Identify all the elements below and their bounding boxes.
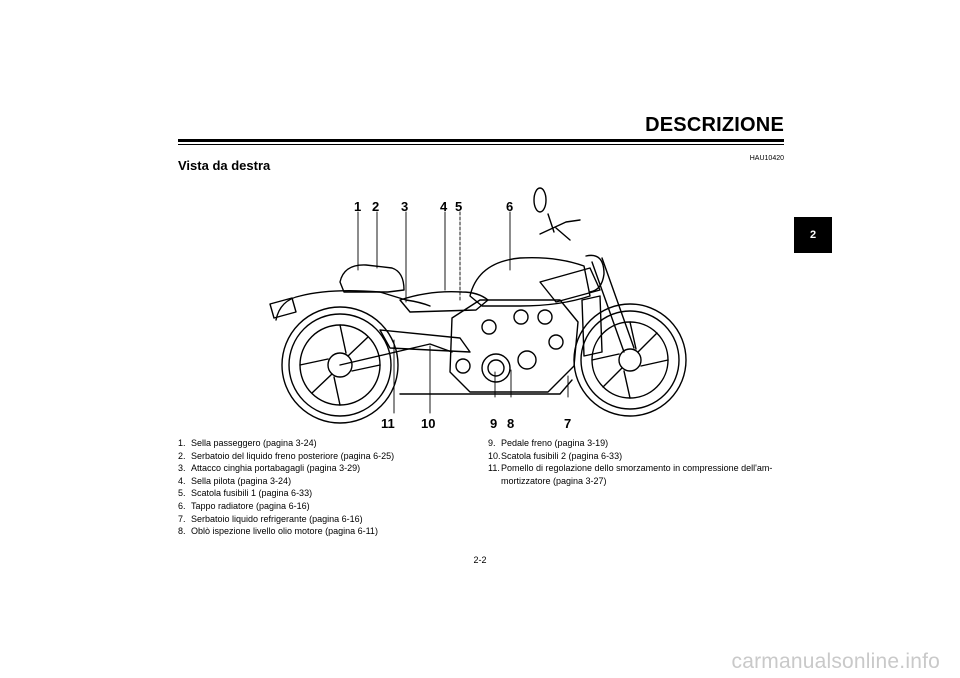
callout-10: 10 xyxy=(421,416,435,431)
callout-8: 8 xyxy=(507,416,514,431)
legend-number: 8. xyxy=(178,526,186,537)
watermark: carmanualsonline.info xyxy=(731,650,940,673)
front-fork xyxy=(591,257,635,353)
leader-lines xyxy=(357,211,569,414)
legend-text: Attacco cinghia portabagagli (pagina 3-2… xyxy=(191,463,361,474)
legend-item: 1. Sella passeggero (pagina 3-24) xyxy=(178,437,478,450)
legend-text: Serbatoio del liquido freno posteriore (… xyxy=(191,450,395,461)
legend-number: 2. xyxy=(178,450,186,461)
legend-number: 3. xyxy=(178,463,186,474)
front-wheel xyxy=(573,303,687,417)
callout-4: 4 xyxy=(440,199,448,214)
callout-2: 2 xyxy=(372,199,379,214)
legend-text: Serbatoio liquido refrigerante (pagina 6… xyxy=(191,513,363,524)
headlight xyxy=(585,254,605,293)
passenger-seat xyxy=(339,264,405,293)
legend-item: 2. Serbatoio del liquido freno posteriore… xyxy=(178,450,478,463)
callout-6: 6 xyxy=(506,199,513,214)
legend-number: 9. xyxy=(488,438,496,448)
legend-number: 4. xyxy=(178,475,186,486)
page-subtitle: Vista da destra xyxy=(178,158,271,173)
fuel-tank xyxy=(469,257,591,307)
handlebar xyxy=(539,219,581,241)
engine-block xyxy=(449,299,579,393)
legend-item: 5. Scatola fusibili 1 (pagina 6-33) xyxy=(178,487,478,500)
legend-item: 3. Attacco cinghia portabagagli (pagina 3… xyxy=(178,462,478,475)
legend-item: 7. Serbatoio liquido refrigerante (pagina… xyxy=(178,513,478,526)
tail-light xyxy=(269,297,297,319)
page-number: 2-2 xyxy=(473,555,487,565)
doc-code: HAU10420 xyxy=(749,155,784,162)
legend-number: 5. xyxy=(178,488,186,499)
legend-text: Scatola fusibili 1 (pagina 6-33) xyxy=(191,488,313,499)
callout-1: 1 xyxy=(354,199,361,214)
legend-text: Pedale freno (pagina 3-19) xyxy=(501,438,609,448)
legend-text: Pomello di regolazione dello smorzamento… xyxy=(501,463,773,486)
rear-wheel xyxy=(281,306,399,424)
legend-item: 6. Tappo radiatore (pagina 6-16) xyxy=(178,500,478,513)
legend-text: Sella pilota (pagina 3-24) xyxy=(191,475,292,486)
mirror-arm xyxy=(547,213,555,233)
legend-item: 4. Sella pilota (pagina 3-24) xyxy=(178,475,478,488)
legend-text: Oblò ispezione livello olio motore (pagi… xyxy=(191,526,378,537)
legend-left: 1. Sella passeggero (pagina 3-24) 2. Serba… xyxy=(178,437,478,538)
section-title: DESCRIZIONE xyxy=(645,114,784,136)
header-rule-thick xyxy=(178,139,784,142)
mirror xyxy=(533,187,547,213)
callout-5: 5 xyxy=(455,199,462,214)
legend-number: 6. xyxy=(178,500,186,511)
legend-right: 9. Pedale freno (pagina 3-19) 10.Scatola … xyxy=(488,437,788,487)
air-intake xyxy=(539,267,601,303)
legend-text: Scatola fusibili 2 (pagina 6-33) xyxy=(501,450,623,461)
legend-item: 10.Scatola fusibili 2 (pagina 6-33) xyxy=(488,450,788,463)
callout-3: 3 xyxy=(401,199,408,214)
callout-9: 9 xyxy=(490,416,497,431)
rear-fender xyxy=(275,289,431,321)
callout-7: 7 xyxy=(564,416,571,431)
callout-11: 11 xyxy=(381,416,395,431)
legend-number: 10. xyxy=(488,450,501,461)
radiator xyxy=(581,295,603,357)
swingarm xyxy=(339,343,453,366)
chapter-tab-label: 2 xyxy=(809,229,817,241)
legend-number: 11. xyxy=(488,463,500,474)
legend-item: 9. Pedale freno (pagina 3-19) xyxy=(488,437,788,450)
legend-number: 7. xyxy=(178,513,186,524)
legend-number: 1. xyxy=(178,438,186,448)
legend-text: Sella passeggero (pagina 3-24) xyxy=(191,438,317,448)
exhaust xyxy=(379,329,471,353)
legend-item: 11.Pomello di regolazione dello smorzame… xyxy=(488,462,788,487)
legend-text: Tappo radiatore (pagina 6-16) xyxy=(191,500,310,511)
chapter-tab[interactable]: 2 xyxy=(794,217,832,253)
legend-item: 8. Oblò ispezione livello olio motore (pa… xyxy=(178,525,478,538)
header-rule-thin xyxy=(178,144,784,145)
